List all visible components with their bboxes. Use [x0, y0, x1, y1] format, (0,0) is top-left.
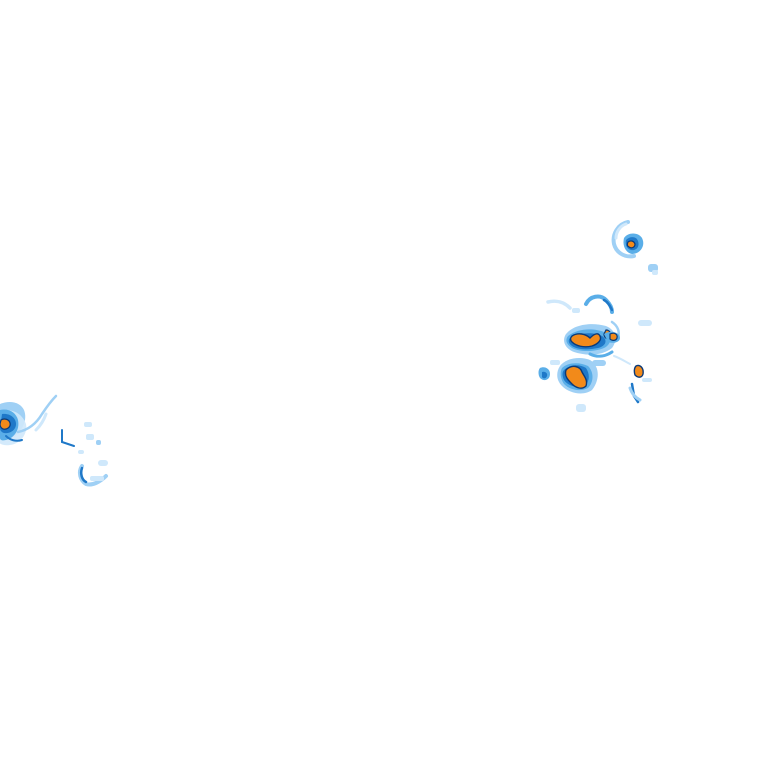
- left-scattered-echoes: [61, 422, 108, 487]
- storm-cell-right: [538, 220, 658, 412]
- left-cell-severe-core: [0, 418, 11, 430]
- storm-cell-left: [0, 394, 108, 487]
- right-east-cells: [604, 331, 652, 404]
- right-top-ring-cell: [611, 220, 658, 275]
- right-main-upper-band: [564, 324, 616, 358]
- right-lower-cell: [538, 358, 606, 412]
- right-middle-arc: [546, 294, 652, 340]
